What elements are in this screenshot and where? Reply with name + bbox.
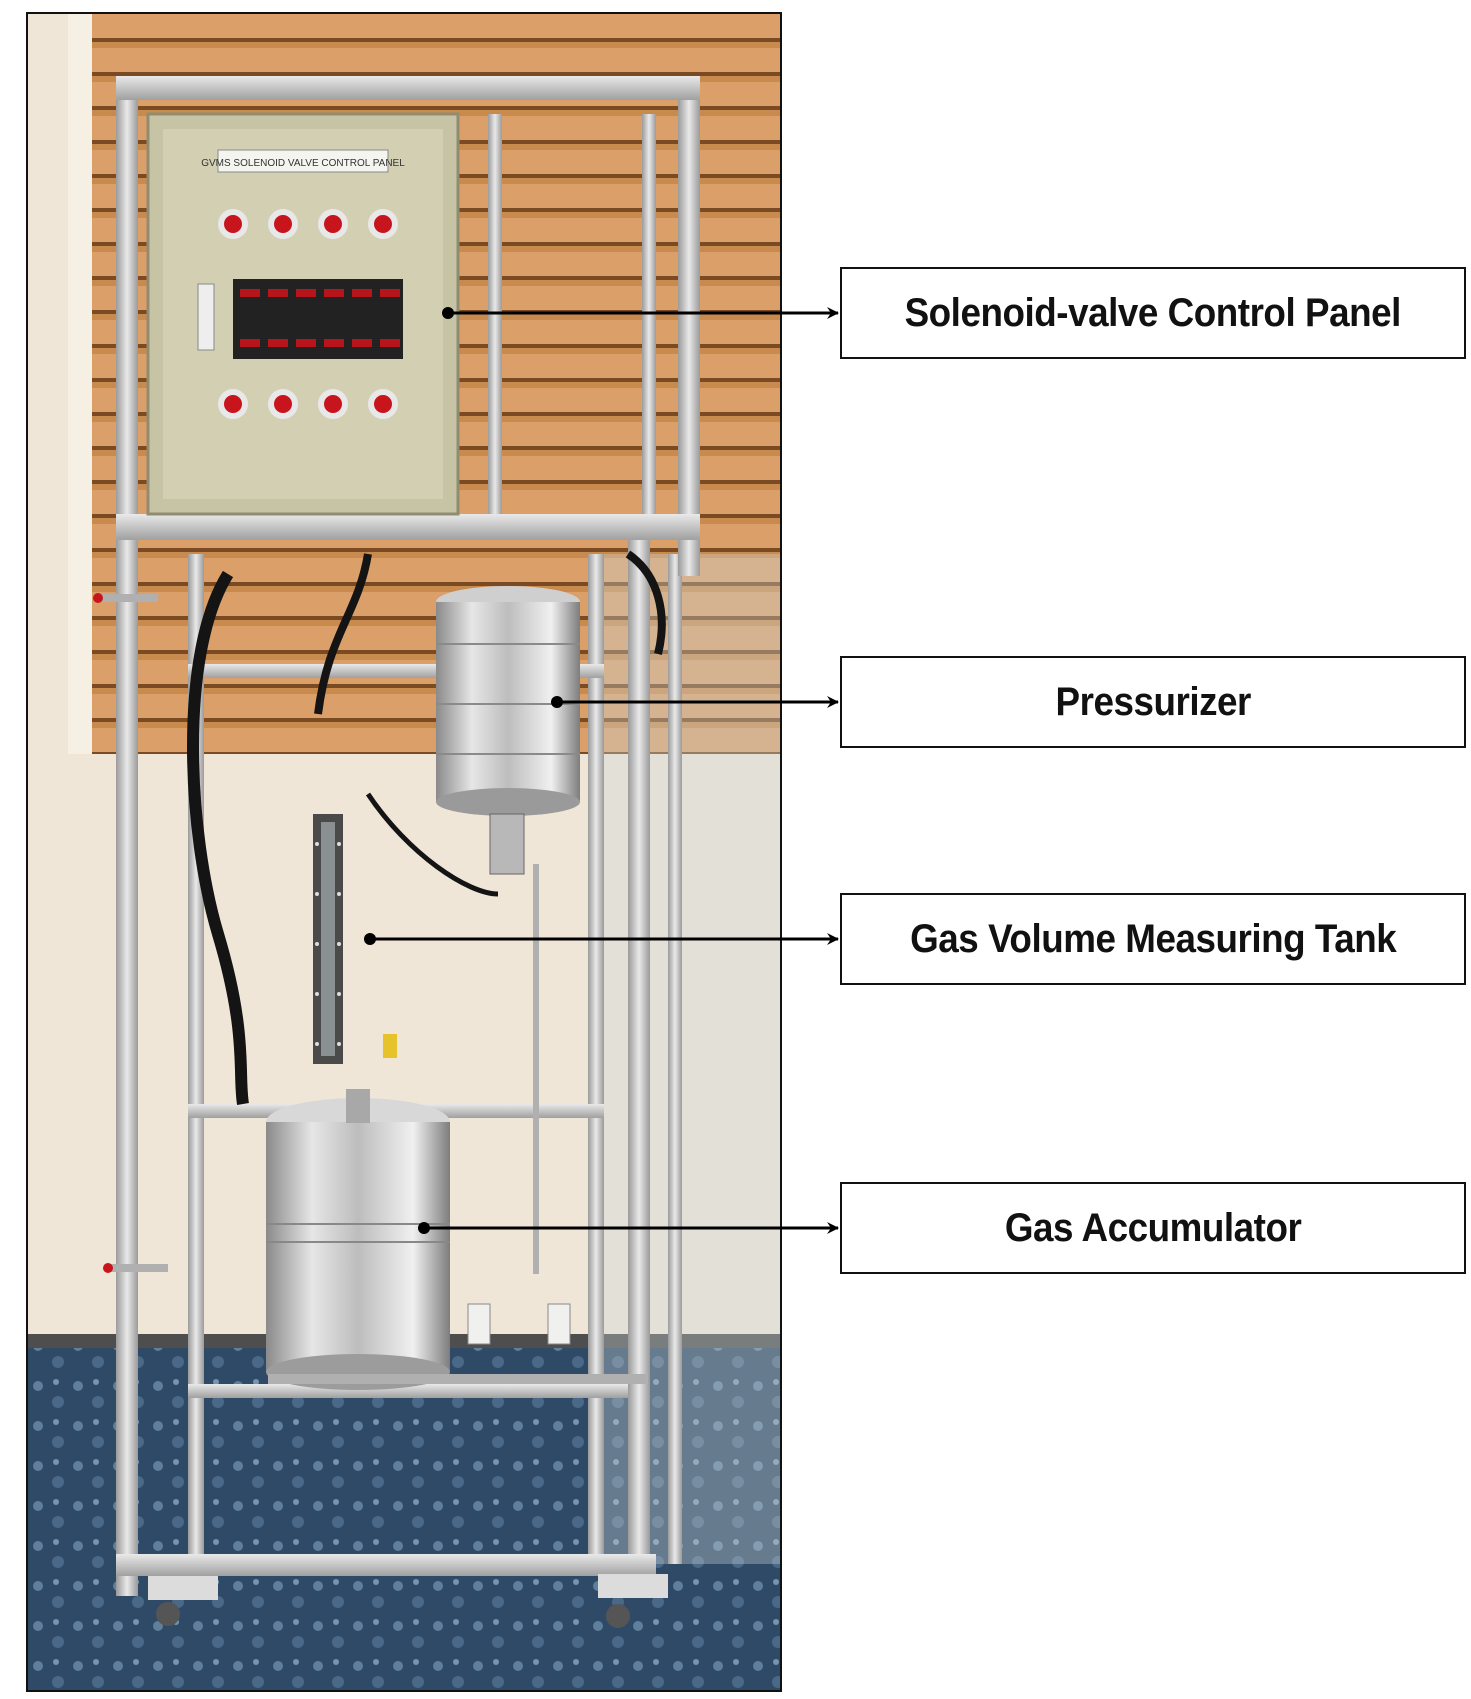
equipment-photo: GVMS SOLENOID VALVE CONTROL PANEL <box>26 12 782 1692</box>
callout-label-gas-volume-tank: Gas Volume Measuring Tank <box>909 916 1397 961</box>
panel-sign-text: GVMS SOLENOID VALVE CONTROL PANEL <box>201 158 405 169</box>
callout-label-control-panel: Solenoid-valve Control Panel <box>904 290 1402 335</box>
callout-box-pressurizer: Pressurizer <box>840 656 1466 748</box>
callout-label-pressurizer: Pressurizer <box>1055 679 1251 724</box>
callout-box-gas-volume-tank: Gas Volume Measuring Tank <box>840 893 1466 985</box>
callout-box-gas-accumulator: Gas Accumulator <box>840 1182 1466 1274</box>
callout-label-gas-accumulator: Gas Accumulator <box>1004 1205 1302 1250</box>
callout-box-control-panel: Solenoid-valve Control Panel <box>840 267 1466 359</box>
